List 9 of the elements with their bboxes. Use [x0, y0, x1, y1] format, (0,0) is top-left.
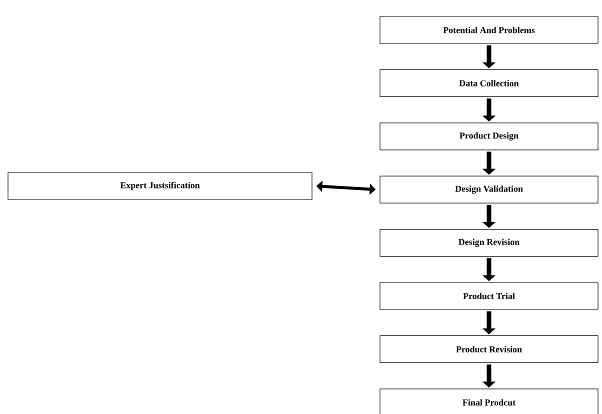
process-box: Potential And Problems: [380, 16, 598, 44]
process-box: Product Revision: [380, 335, 598, 363]
process-box: Product Design: [380, 122, 598, 150]
process-box: Design Revision: [380, 228, 598, 257]
process-box: Product Trial: [380, 282, 598, 310]
process-box: Data Collection: [380, 69, 598, 97]
process-box: Final Prodcut: [380, 388, 598, 414]
process-box: Expert Justsification: [8, 172, 312, 200]
process-box: Design Validation: [380, 176, 598, 204]
